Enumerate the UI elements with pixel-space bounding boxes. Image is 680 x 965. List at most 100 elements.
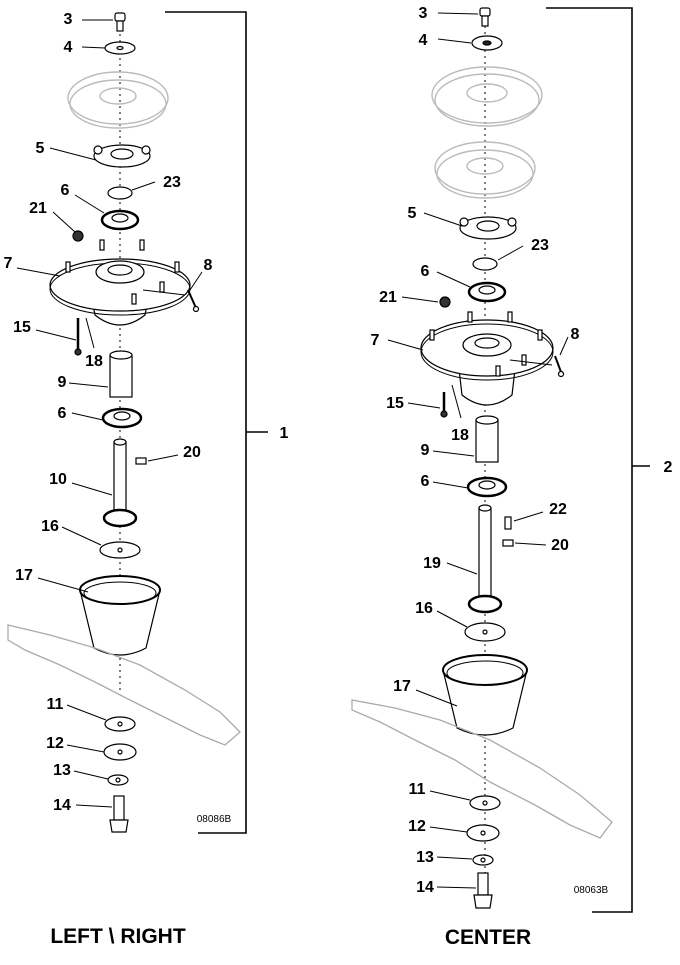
part-22-key xyxy=(504,516,512,530)
callout-6: 6 xyxy=(61,182,70,199)
part-17-cup xyxy=(79,575,161,656)
pulley-outline-upper xyxy=(431,66,543,127)
part-3-bolt xyxy=(479,7,491,27)
callout-13: 13 xyxy=(416,849,434,866)
part-11-washer xyxy=(104,716,136,732)
part-6-bearing-lower xyxy=(101,407,143,429)
caption-center: CENTER xyxy=(445,926,531,949)
part-9-spacer xyxy=(475,415,499,463)
callout-20: 20 xyxy=(183,444,201,461)
part-15-bolt xyxy=(440,392,448,418)
part-23-seal xyxy=(107,186,133,200)
part-17-cup xyxy=(442,654,528,736)
callout-15: 15 xyxy=(386,395,404,412)
assembly-bracket xyxy=(546,7,633,913)
callout-22: 22 xyxy=(549,501,567,518)
part-21-nut xyxy=(439,296,451,308)
callout-5: 5 xyxy=(408,205,417,222)
callout-8: 8 xyxy=(571,326,580,343)
callout-19: 19 xyxy=(423,555,441,572)
part-16-disc xyxy=(464,622,506,642)
part-15-bolt xyxy=(74,318,82,356)
part-3-bolt xyxy=(114,12,126,32)
part-9-spacer xyxy=(109,350,133,398)
leader-lines xyxy=(16,19,203,808)
callout-16: 16 xyxy=(415,600,433,617)
part-10-spindle xyxy=(102,438,138,528)
callout-11: 11 xyxy=(47,696,64,713)
callout-4: 4 xyxy=(419,32,428,49)
callout-9: 9 xyxy=(421,442,430,459)
part-4-washer xyxy=(471,35,503,51)
callout-8: 8 xyxy=(204,257,213,274)
part-12-washer xyxy=(103,743,137,761)
part-20-key xyxy=(135,457,147,465)
left-right-assembly: 3 4 5 23 6 21 7 8 15 18 9 6 20 10 16 17 … xyxy=(4,11,289,948)
part-13-lockwasher xyxy=(472,854,494,866)
callout-11: 11 xyxy=(409,781,426,798)
callout-14: 14 xyxy=(416,879,434,896)
pulley-outline-lower xyxy=(434,141,536,199)
callout-3: 3 xyxy=(64,11,73,28)
callout-14: 14 xyxy=(53,797,71,814)
callout-18: 18 xyxy=(85,353,103,370)
part-14-bolt xyxy=(473,872,493,909)
callout-20: 20 xyxy=(551,537,569,554)
part-6-bearing-lower xyxy=(466,476,508,498)
callout-4: 4 xyxy=(64,39,73,56)
part-6-bearing-upper xyxy=(467,281,507,303)
leader-lines xyxy=(387,12,569,889)
callout-16: 16 xyxy=(41,518,59,535)
drawing-code: 08086B xyxy=(197,814,232,825)
assembly-callout-1: 1 xyxy=(280,425,289,442)
callout-labels: 3 4 5 23 6 21 7 8 15 18 9 6 20 10 16 17 … xyxy=(4,11,289,814)
callout-21: 21 xyxy=(29,200,47,217)
caption-left-right: LEFT \ RIGHT xyxy=(50,925,185,948)
part-13-lockwasher xyxy=(107,774,129,786)
part-5-flange xyxy=(93,144,151,168)
part-7-housing xyxy=(420,311,554,406)
assembly-callout-2: 2 xyxy=(664,459,673,476)
assembly-bracket xyxy=(165,11,247,834)
callout-7: 7 xyxy=(4,255,13,272)
part-20-key xyxy=(502,539,514,547)
callout-23: 23 xyxy=(163,174,181,191)
part-8-fitting xyxy=(554,355,565,378)
callout-12: 12 xyxy=(408,818,426,835)
callout-21: 21 xyxy=(379,289,397,306)
center-assembly: 3 4 5 23 6 21 7 8 15 18 9 6 22 20 19 16 … xyxy=(351,5,673,949)
blade-outline xyxy=(7,624,241,746)
callout-15: 15 xyxy=(13,319,31,336)
callout-7: 7 xyxy=(371,332,380,349)
part-6-bearing-upper xyxy=(100,209,140,231)
callout-9: 9 xyxy=(58,374,67,391)
part-7-housing xyxy=(49,239,191,326)
part-23-seal xyxy=(472,257,498,271)
callout-6-lower: 6 xyxy=(58,405,67,422)
callout-13: 13 xyxy=(53,762,71,779)
callout-5: 5 xyxy=(36,140,45,157)
drawing-code: 08063B xyxy=(574,885,609,896)
part-19-spindle xyxy=(467,504,503,614)
callout-labels: 3 4 5 23 6 21 7 8 15 18 9 6 22 20 19 16 … xyxy=(371,5,673,896)
callout-12: 12 xyxy=(46,735,64,752)
callout-17: 17 xyxy=(15,567,33,584)
callout-3: 3 xyxy=(419,5,428,22)
callout-6: 6 xyxy=(421,263,430,280)
blade-outline xyxy=(351,699,613,839)
part-4-washer xyxy=(104,41,136,55)
part-16-disc xyxy=(99,541,141,559)
callout-6-lower: 6 xyxy=(421,473,430,490)
part-21-nut xyxy=(72,230,84,242)
callout-23: 23 xyxy=(531,237,549,254)
part-5-flange xyxy=(459,216,517,240)
part-8-fitting xyxy=(187,289,200,313)
part-12-washer xyxy=(466,824,500,842)
callout-10: 10 xyxy=(49,471,67,488)
part-11-washer xyxy=(469,795,501,811)
callout-17: 17 xyxy=(393,678,411,695)
callout-18: 18 xyxy=(451,427,469,444)
pulley-outline xyxy=(67,71,169,129)
